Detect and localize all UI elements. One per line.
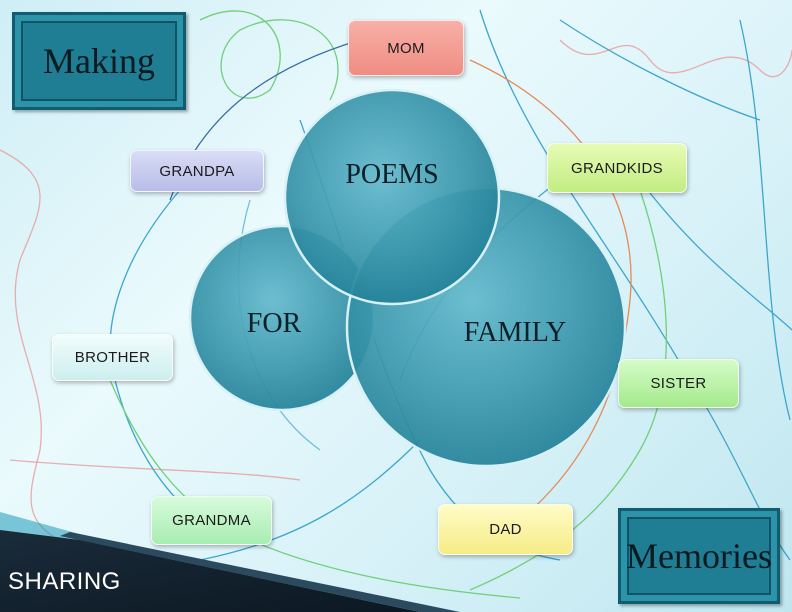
making-title-box: Making [12, 12, 186, 110]
node-grandma: GRANDMA [151, 496, 272, 545]
node-brother: BROTHER [52, 334, 173, 381]
footer-band [0, 530, 420, 612]
node-sister: SISTER [618, 359, 739, 408]
venn-label-for: FOR [246, 308, 302, 339]
footer-sharing-text: SHARING [8, 568, 121, 595]
venn-circle-poems [283, 88, 501, 306]
memories-title: Memories [626, 536, 772, 576]
node-grandpa: GRANDPA [130, 150, 264, 192]
node-mom: MOM [348, 20, 464, 76]
node-grandkids: GRANDKIDS [547, 143, 687, 193]
footer-band-edge [60, 532, 460, 612]
making-title: Making [43, 41, 155, 81]
venn-label-poems: POEMS [345, 159, 439, 190]
venn-label-family: FAMILY [463, 317, 567, 348]
memories-title-box: Memories [618, 508, 780, 604]
node-dad: DAD [438, 504, 573, 555]
